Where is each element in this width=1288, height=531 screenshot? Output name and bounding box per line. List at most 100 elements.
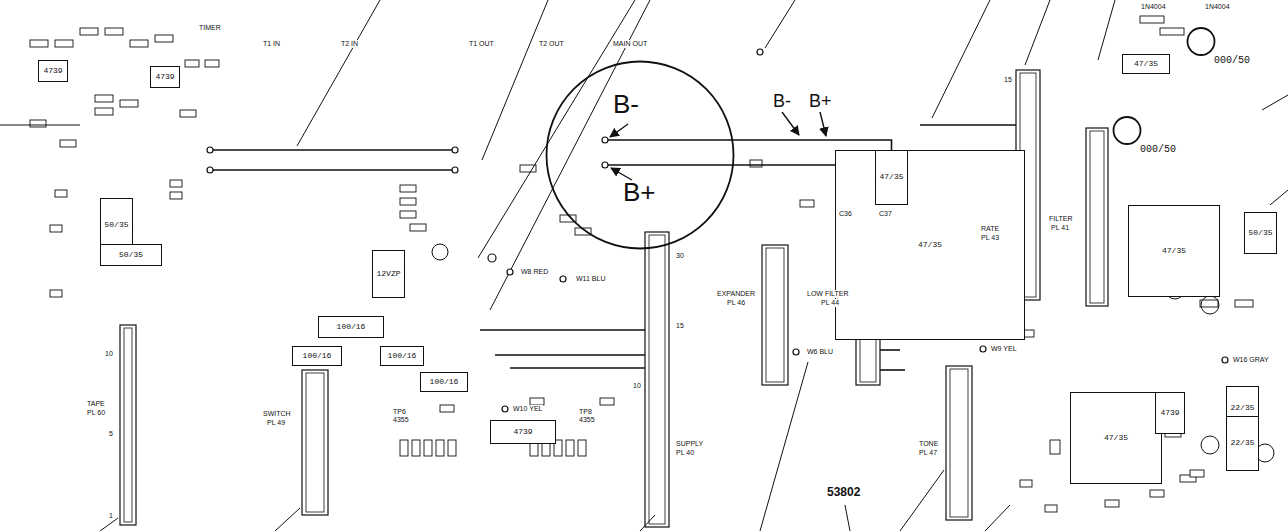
leader-line [297,0,380,146]
board-label: B- [772,92,792,112]
component-value: 100/16 [388,352,417,361]
transistor-symbol [432,244,448,260]
leader-line [640,515,655,531]
board-label: 10 [632,382,642,390]
leader-line [478,0,635,258]
board-label: SWITCH [262,410,292,418]
resistor-symbol [1140,16,1164,23]
component-value: B+ [623,178,656,207]
resistor-symbol [400,185,416,192]
component-value: 47/35 [918,241,942,250]
board-label: T1 OUT [468,40,495,48]
resistor-symbol [1045,505,1057,512]
board-label: 15 [1003,76,1013,84]
resistor-symbol [1235,300,1253,307]
trace-line [920,124,1016,126]
resistor-symbol [400,440,408,456]
board-label: W11 BLU [575,275,606,283]
trace-line [605,139,733,141]
trace-line [210,149,455,151]
resistor-symbol [170,180,182,187]
resistor-symbol [436,440,444,456]
circle-outline [1114,117,1141,144]
component-value: 000/50 [1214,55,1250,66]
resistor-symbol [155,35,173,42]
board-label: 10 [104,350,114,358]
board-label: MAIN OUT [612,40,648,48]
leader-line [490,0,650,310]
resistor-symbol [1020,480,1032,487]
resistor-symbol [1190,470,1204,477]
ic-chip: 4739 [38,60,68,82]
leader-line [275,508,300,531]
resistor-symbol [600,398,614,405]
board-label: PL 44 [820,299,840,307]
test-point [207,167,213,173]
resistor-symbol [410,224,426,231]
component-value: 47/35 [1104,434,1128,443]
resistor-symbol [1150,490,1164,497]
connector-strip-inner [649,235,665,524]
component-value: 47/35 [1134,60,1158,69]
board-label: T2 IN [340,40,359,48]
board-label: 1N4004 [1140,3,1167,11]
connector-strip-inner [124,328,132,522]
board-label: TP8 [578,408,593,416]
leader-line [1025,0,1050,65]
capacitor-box: 50/35 [1244,212,1277,254]
component-value: 100/16 [430,378,459,387]
resistor-symbol [448,440,456,456]
connector-strip-inner [306,373,324,512]
component-value: 4739 [513,428,532,437]
connector-strip [302,370,328,515]
board-label: RATE [980,225,1000,233]
capacitor-box: 22/35 [1226,416,1259,471]
ic-chip: 4739 [1155,392,1185,434]
leader-line [1262,95,1288,110]
board-label: 1 [108,512,114,520]
test-point [452,167,458,173]
capacitor-box: 47/35 [1128,205,1220,297]
test-point [602,162,608,168]
ic-chip: 4739 [150,66,180,88]
pointer-arrow [782,112,799,135]
test-point [452,147,458,153]
component-value: 22/35 [1230,404,1254,413]
capacitor-box: 47/35 [835,150,1025,340]
leader-line [932,0,990,118]
board-label: EXPANDER [716,290,756,298]
component-value: B- [613,90,639,119]
board-label: W6 BLU [806,348,834,356]
resistor-symbol [60,140,76,147]
leader-line [765,0,795,48]
test-point [602,137,608,143]
board-label: 4355 [578,416,596,424]
trace-line [880,349,900,351]
resistor-symbol [30,40,48,47]
outline-shape [545,60,735,250]
board-label: W8 RED [520,268,549,276]
resistor-symbol [440,405,454,412]
component-value: 000/50 [1140,144,1176,155]
leader-line [100,518,118,531]
outline-shape [1186,14,1216,69]
board-label: TIMER [198,24,222,32]
board-label: TP6 [392,408,407,416]
capacitor-box: 100/16 [380,346,424,366]
leader-line [985,505,1010,531]
transistor-symbol [1201,296,1219,314]
board-label: TAPE [86,400,106,408]
resistor-symbol [578,440,586,456]
component-value: 47/35 [879,173,903,182]
resistor-symbol [50,290,62,297]
leader-line [760,362,808,531]
board-label: 4355 [392,416,410,424]
leader-line [845,505,850,531]
board-label: W10 YEL [512,405,543,413]
resistor-symbol [412,440,420,456]
electrolytic-capacitor: 000/50 [1112,103,1204,195]
board-label: 15 [675,322,685,330]
capacitor-box: 47/35 [1070,392,1162,484]
